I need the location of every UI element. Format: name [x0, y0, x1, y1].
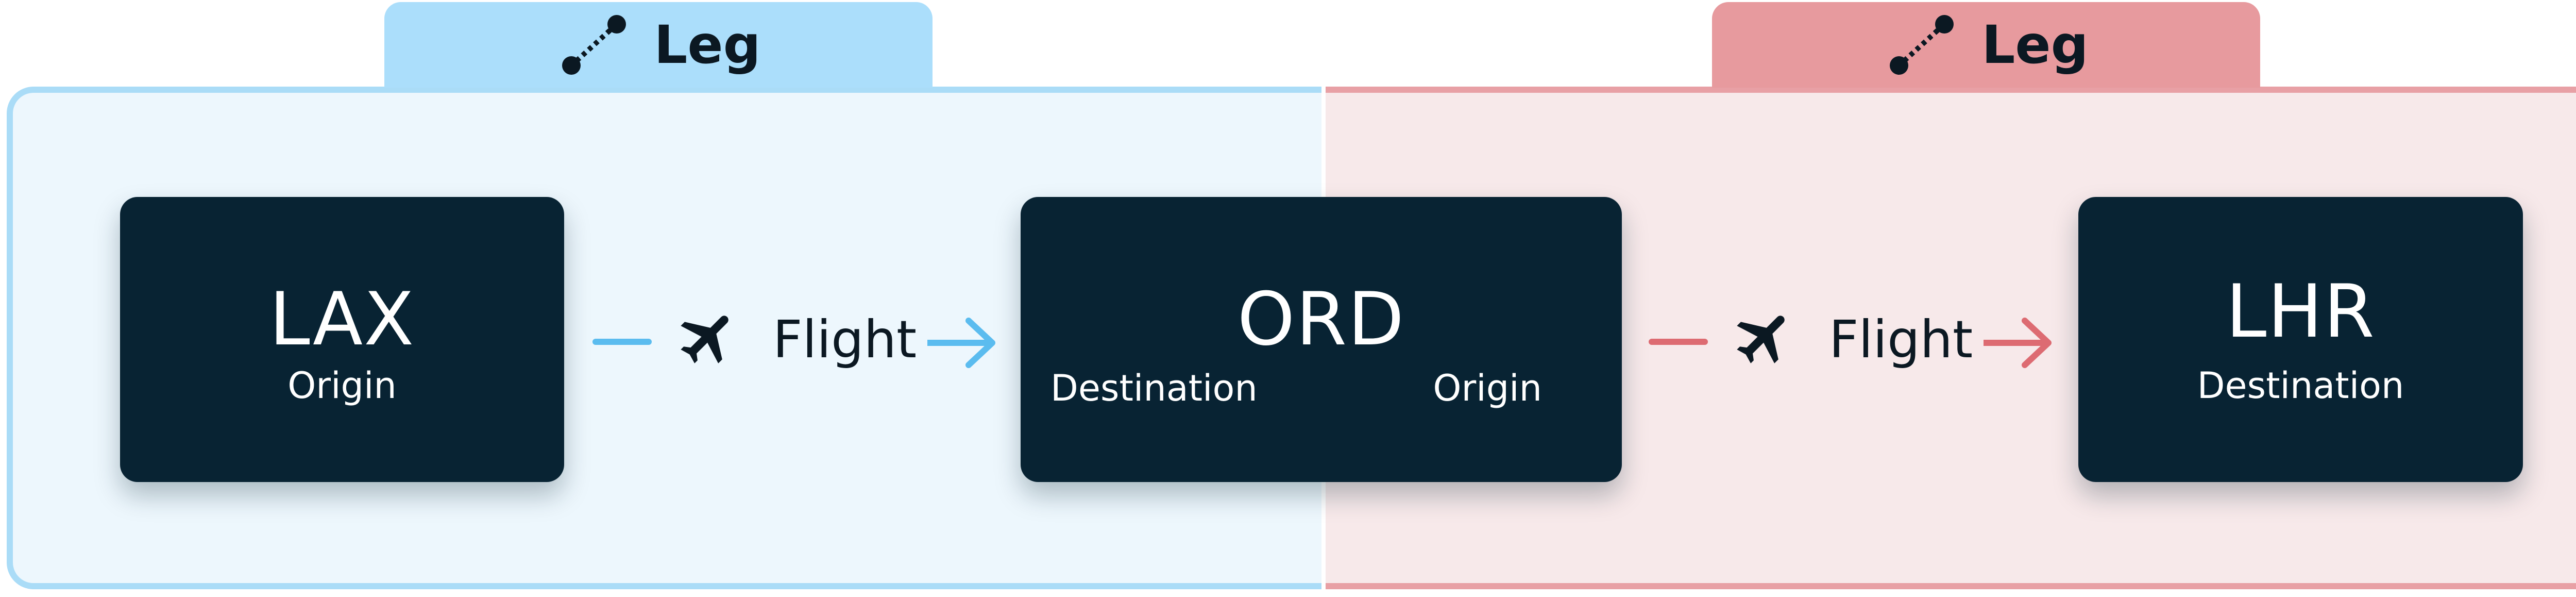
edge-label: Flight: [773, 309, 917, 370]
edge-line: [1649, 339, 1708, 345]
arrow-right-icon: [1984, 318, 2052, 368]
airport-role-destination: Destination: [1050, 367, 1258, 409]
airplane-icon: [1737, 316, 1785, 363]
flight-edge-1: Flight: [592, 289, 1005, 392]
edge-label: Flight: [1829, 309, 1973, 370]
leg-tab-1: Leg: [384, 2, 933, 88]
leg-tab-2: Leg: [1712, 2, 2260, 88]
route-segment-icon: [562, 15, 626, 75]
airport-role-origin: Origin: [1433, 367, 1542, 409]
airport-role: Destination: [2197, 364, 2404, 407]
arrow-right-icon: [927, 318, 995, 368]
airport-code: ORD: [1237, 277, 1405, 362]
leg-label: Leg: [654, 14, 761, 76]
airport-node-lhr: LHR Destination: [2078, 197, 2523, 482]
airport-code: LAX: [269, 277, 415, 362]
route-segment-icon: [1890, 15, 1954, 75]
edge-line: [592, 339, 652, 345]
airport-code: LHR: [2226, 269, 2376, 354]
flight-edge-2: Flight: [1649, 289, 2061, 392]
leg-label: Leg: [1981, 14, 2089, 76]
airport-role: Origin: [287, 364, 397, 407]
airport-node-ord: ORD Destination Origin: [1021, 197, 1622, 482]
airport-node-lax: LAX Origin: [120, 197, 564, 482]
airplane-icon: [681, 316, 728, 363]
